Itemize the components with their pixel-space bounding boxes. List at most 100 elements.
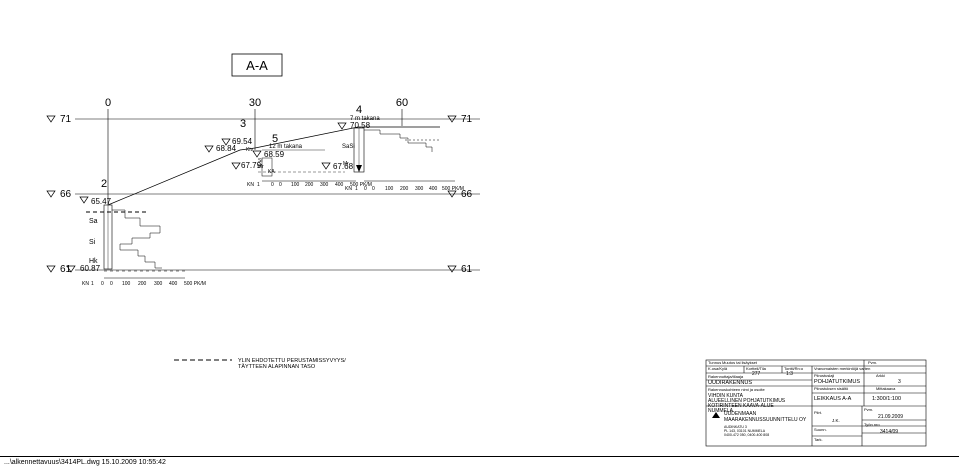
borehole-5-elevation: 68.59 [264,150,285,159]
section-drawing: A-A 0 30 60 71 66 61 71 66 61 2 65.47 [46,53,927,447]
borehole-4-lower-elevation: 67.68 [333,162,354,171]
borehole-3-soil-si: Si [258,158,262,164]
tb-label-viranomaiset: Vranomaisten merkintöjä varten [814,366,870,371]
tb-date: 21.09.2009 [878,414,903,420]
tb-address-3: 0400-472 050, 0400-400 808 [724,433,769,437]
elevation-61-left: 61 [60,264,72,275]
kn4-label: KN [345,186,352,192]
file-path-footer: ...\alkennettavuus\3414PL.dwg 15.10.2009… [0,456,959,468]
legend-line1: YLIN EHDOTETTU PERUSTAMISSYVYYS/ [238,358,346,364]
section-title-text: A-A [246,58,268,73]
borehole-2-soil-hk: Hk [89,258,98,265]
tb-company-2: MAARAKENNUSSUUNNITTELU OY [724,417,807,423]
tb-sheet: 3 [898,379,901,385]
tb-number: 3414/09 [880,429,898,435]
borehole-2: 2 65.47 Sa Si Hk 60.87 KN 1 0 0 100 200 … [66,178,206,287]
kn2-0a: 0 [101,281,104,287]
borehole-4-elevation: 70.58 [350,121,371,130]
kn4-200: 200 [400,186,409,192]
company-logo [712,412,720,418]
borehole-4-soil-sasi: SaSi [342,144,355,150]
ground-surface-line [107,126,440,206]
kn5-500: 500 PK/M [350,182,372,188]
elevation-66-left: 66 [60,189,72,200]
elevation-71-right: 71 [461,114,473,125]
elevation-66-right: 66 [461,189,473,200]
borehole-3: 0 3 69.54 68.84 Kiv 67.79 Si Mr [204,118,264,170]
borehole-3-number: 3 [240,118,246,130]
tb-type-label: Piirustuslaji [814,373,834,378]
borehole-2-soil-sa: Sa [89,218,98,225]
borehole-3-elev-b: 68.84 [216,144,237,153]
borehole-5-number: 5 [272,133,278,145]
kn4-100: 100 [385,186,394,192]
legend-line2: TÄYTTEEN ALAPINNAN TASO [238,363,316,370]
kn2-label: KN [82,281,89,287]
tb-value-kortteli: 277 [752,371,761,377]
tb-address-1: AUDINKATU 3 [724,425,747,429]
borehole-2-bottom: 60.87 [80,264,101,273]
tb-address-2: PL 143, 03101 NUMMELA [724,429,766,433]
kn4-0a: 0 [364,186,367,192]
tb-project-3: KOTIRINTEEN KAAVA-ALUE [708,403,774,409]
kn5-200: 200 [305,182,314,188]
kn5-400: 400 [335,182,344,188]
tb-company-1: UUDENMAAN [724,411,757,417]
borehole-3-elev-a: 69.54 [232,137,253,146]
chainage-label-0: 0 [105,97,111,109]
tb-project-2: ALUEELLINEN POHJATUTKIMUS [708,398,786,404]
kn2-200: 200 [138,281,147,287]
tb-header-pvm: Pvm. [868,360,877,365]
kn4-500: 500 PK/M [442,186,464,192]
kn4-1: 1 [355,186,358,192]
kn2-500: 500 PK/M [184,281,206,287]
chainage-label-30: 30 [249,97,261,109]
tb-number-label: Työn nro [864,422,880,427]
kn2-1: 1 [91,281,94,287]
tb-content: LEIKKAUS A-A [814,396,852,402]
borehole-2-id: 2 [101,178,107,190]
tb-approved-label: Tark. [814,437,823,442]
borehole-3-soil-mr: Mr [258,164,264,170]
tb-content-label: Piirustuksen sisältö [814,386,849,391]
tb-client: UUDIRAKENNUS [708,380,752,386]
elevation-61-right: 61 [461,264,473,275]
kn2-400: 400 [169,281,178,287]
kn5-300: 300 [320,182,329,188]
tb-header-muutos: Muutos tai lisäykset [722,360,758,365]
title-block [705,359,927,447]
kn2-100: 100 [122,281,131,287]
elevation-markers [46,115,457,273]
borehole-5: 5 12 m takana 68.59 KA KN 1 0 0 100 200 … [247,133,372,188]
borehole-3-elev-c: 67.79 [241,161,262,170]
tb-label-kosa: K.osa/Kylä [708,366,728,371]
tb-design-label: Suunn. [814,427,827,432]
tb-header-tunnus: Tunnus [708,360,721,365]
kn4-300: 300 [415,186,424,192]
kn2-0b: 0 [110,281,113,287]
tb-date-label: Pvm. [864,407,873,412]
kn5-0b: 0 [279,182,282,188]
borehole-2-soil-si: Si [89,239,96,246]
chainage-label-60: 60 [396,97,408,109]
kn5-1: 1 [257,182,260,188]
kn5-label: KN [247,182,254,188]
kn5-100: 100 [291,182,300,188]
tb-project-1: VIHDIN KUNTA [708,393,744,399]
tb-sheet-label: Arkki [876,373,885,378]
tb-label-kortteli: Kortteli/Tila [746,366,767,371]
borehole-4: 4 7 m takana 70.58 SaSi Mr 67.68 KN 1 0 … [321,104,464,192]
kn4-0b: 0 [372,186,375,192]
kn2-300: 300 [154,281,163,287]
borehole-4-note: 7 m takana [350,116,380,122]
tb-type: POHJATUTKIMUS [814,379,860,385]
kn5-0a: 0 [271,182,274,188]
title-block-text: Tunnus Muutos tai lisäykset Pvm. K.osa/K… [708,360,903,442]
tb-project-label: Rakennuskohteen nimi ja osoite [708,387,765,392]
borehole-4-soil-mr: Mr [343,161,349,167]
tb-client-label: Rakennuttaja/tilaaja [708,374,744,379]
elevation-71-left: 71 [60,114,72,125]
tb-drawn: J.K. [832,418,840,423]
borehole-5-ka: KA [268,169,275,175]
elevation-grid [75,118,480,271]
